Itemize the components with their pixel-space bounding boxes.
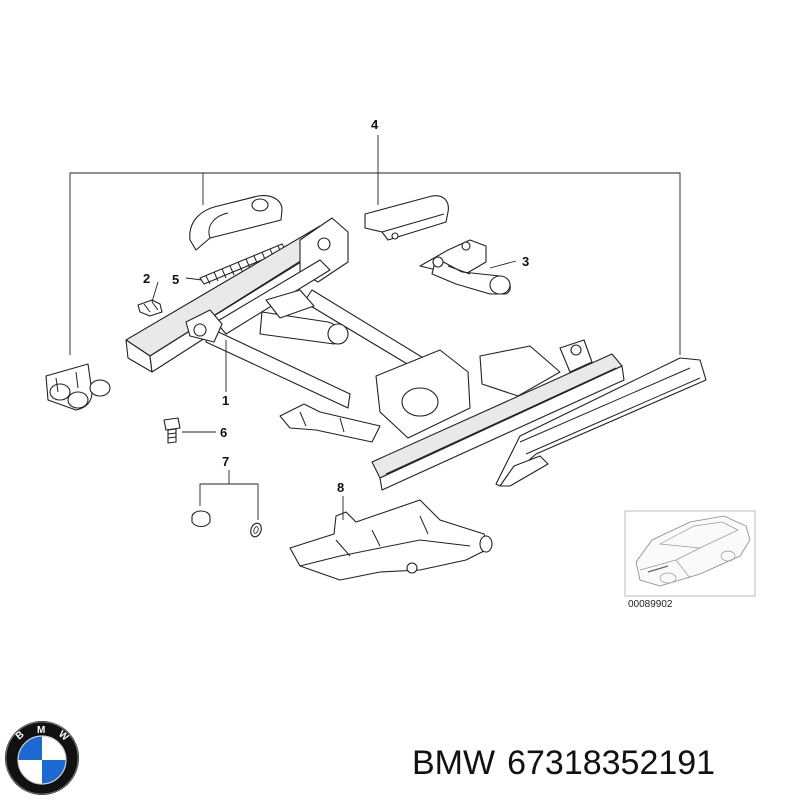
callout-8: 8	[337, 480, 344, 495]
bmw-logo: B M W	[5, 721, 79, 795]
callout-7: 7	[222, 454, 229, 469]
part-number: 67318352191	[507, 744, 716, 782]
seat-frame-part	[125, 217, 625, 491]
slide-rail-end-caps-part	[45, 363, 111, 411]
callout-2: 2	[143, 271, 150, 286]
screw-part	[163, 417, 181, 444]
grommet-part	[191, 510, 211, 528]
brand-name: BMW	[412, 744, 496, 782]
seat-cover-right-part	[364, 195, 449, 241]
reference-code: 00089902	[628, 599, 673, 610]
callout-5: 5	[172, 272, 179, 287]
bottom-cover-part	[289, 499, 493, 581]
top-bracket-lines	[69, 135, 681, 355]
o-ring-part	[250, 522, 262, 538]
leader-lines	[151, 260, 517, 520]
callout-4: 4	[371, 117, 379, 132]
callout-labels: 1 2 3 4 5 6 7 8	[143, 117, 529, 495]
seat-cover-left-part	[189, 195, 283, 251]
callout-6: 6	[220, 425, 227, 440]
callout-1: 1	[222, 393, 229, 408]
side-trim-panel-part	[495, 357, 707, 487]
clip-part	[137, 299, 163, 317]
callout-3: 3	[522, 254, 529, 269]
part-number-label: BMW 67318352191	[412, 741, 727, 785]
car-thumbnail: 00089902	[624, 510, 756, 610]
motor-part	[419, 239, 511, 295]
svg-text:M: M	[37, 725, 45, 736]
